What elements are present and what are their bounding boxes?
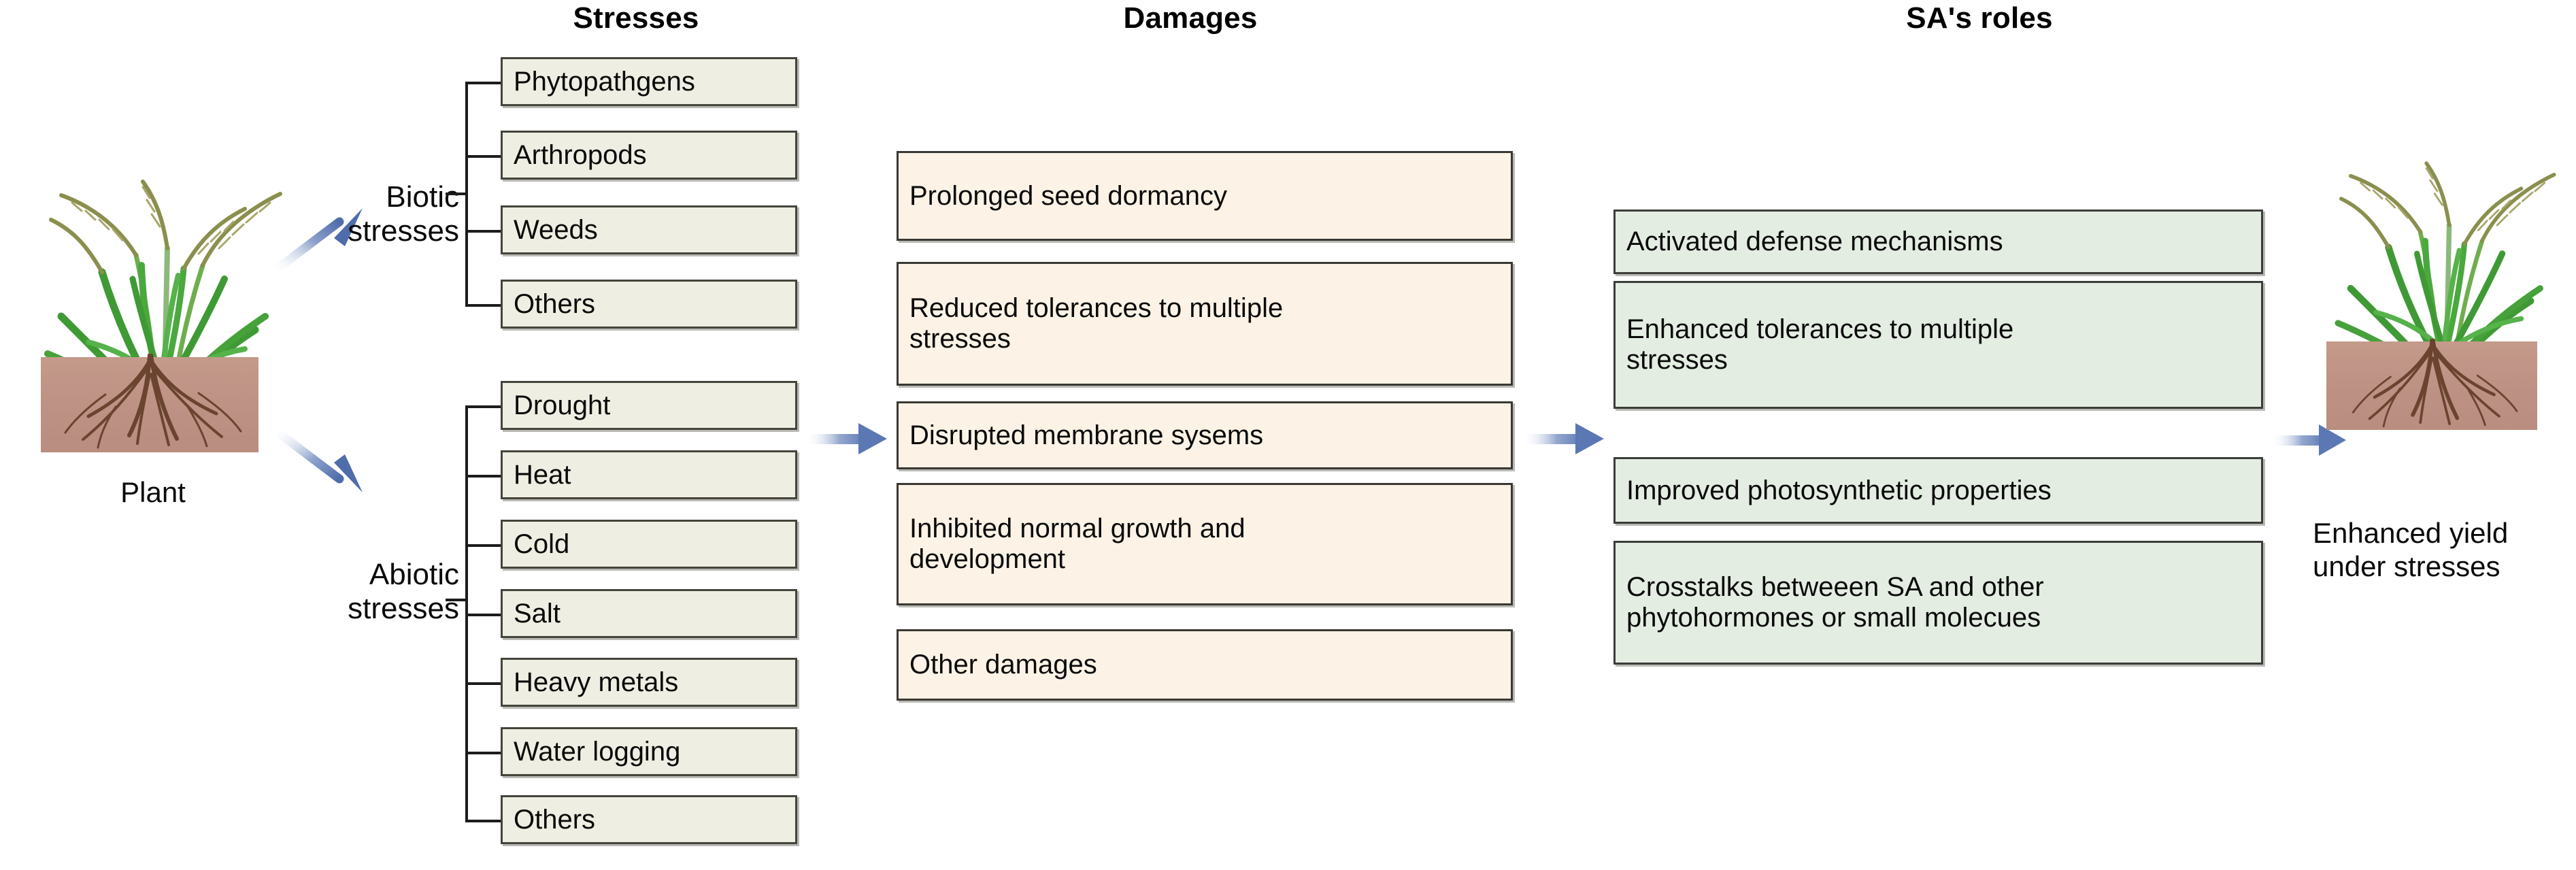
stress-box-others-biotic[interactable]: Others <box>501 280 797 329</box>
group-label-biotic-line2: stresses <box>348 214 459 248</box>
plant-right-illustration <box>2313 95 2576 517</box>
damage-box-prolonged-seed-dormancy[interactable]: Prolonged seed dormancy <box>897 151 1513 241</box>
stress-box-cold[interactable]: Cold <box>501 520 797 569</box>
stress-box-water-logging-label: Water logging <box>514 736 681 767</box>
arrow-down-right-icon <box>269 424 363 492</box>
arrow-right-icon-stresses-to-damages <box>805 423 887 454</box>
sa-role-box-crosstalks-line2: phytohormones or small molecues <box>1626 603 2041 633</box>
group-label-biotic-line1: Biotic <box>386 180 459 214</box>
plant-right-caption-line1: Enhanced yield <box>2313 517 2509 549</box>
roots-icon <box>2352 339 2518 428</box>
stress-box-drought[interactable]: Drought <box>501 381 797 430</box>
sa-role-box-crosstalks-line1: Crosstalks betweeen SA and other <box>1626 572 2044 603</box>
stress-box-weeds[interactable]: Weeds <box>501 205 797 254</box>
stress-box-water-logging[interactable]: Water logging <box>501 727 797 776</box>
damage-box-reduced-tolerances[interactable]: Reduced tolerances to multiple stresses <box>897 262 1513 386</box>
damage-box-inhibited-growth[interactable]: Inhibited normal growth and development <box>897 483 1513 605</box>
sa-role-box-enhanced-tolerances-line2: stresses <box>1626 345 1728 375</box>
sa-role-box-enhanced-tolerances[interactable]: Enhanced tolerances to multiple stresses <box>1613 281 2263 409</box>
bracket-stub-abiotic-4 <box>465 614 503 616</box>
stress-box-heat[interactable]: Heat <box>501 450 797 499</box>
arrow-right-icon-sa-to-yield <box>2271 424 2346 456</box>
sa-role-box-improved-photosynthetic[interactable]: Improved photosynthetic properties <box>1613 457 2263 524</box>
damage-box-disrupted-membrane-sysems[interactable]: Disrupted membrane sysems <box>897 401 1513 469</box>
sa-roles-column-heading: SA's roles <box>1906 1 2053 35</box>
stress-box-others-abiotic[interactable]: Others <box>501 795 797 844</box>
bracket-stub-abiotic-5 <box>465 682 503 685</box>
damage-box-prolonged-seed-dormancy-label: Prolonged seed dormancy <box>909 180 1227 211</box>
damage-box-reduced-tolerances-line1: Reduced tolerances to multiple <box>909 293 1284 324</box>
bracket-stub-abiotic-6 <box>465 752 503 754</box>
group-label-abiotic: Abiotic stresses <box>272 558 459 626</box>
bracket-leadin-biotic <box>446 193 467 195</box>
stress-box-cold-label: Cold <box>514 529 570 559</box>
stress-box-salt-label: Salt <box>514 598 561 629</box>
bracket-stub-biotic-1 <box>465 82 503 84</box>
damage-box-reduced-tolerances-line2: stresses <box>909 324 1011 354</box>
stress-box-phytopathgens-label: Phytopathgens <box>514 66 695 97</box>
stress-box-others-biotic-label: Others <box>514 288 596 319</box>
plant-left-caption: Plant <box>120 476 186 508</box>
group-label-abiotic-line1: Abiotic <box>369 558 459 591</box>
group-label-biotic: Biotic stresses <box>272 180 459 248</box>
bracket-spine-abiotic <box>465 405 468 821</box>
damages-column-heading: Damages <box>1123 1 1258 35</box>
arrow-up-right-icon <box>269 208 363 277</box>
bracket-stub-abiotic-3 <box>465 544 503 547</box>
bracket-stub-biotic-2 <box>465 155 503 158</box>
stress-box-arthropods[interactable]: Arthropods <box>501 131 797 180</box>
stress-box-heat-label: Heat <box>514 459 571 490</box>
plant-right-caption-line2: under stresses <box>2313 550 2500 582</box>
bracket-stub-abiotic-2 <box>465 475 503 478</box>
stress-box-phytopathgens[interactable]: Phytopathgens <box>501 57 797 106</box>
bracket-stub-abiotic-1 <box>465 405 503 408</box>
damage-box-inhibited-growth-line2: development <box>909 544 1066 574</box>
stresses-column-heading: Stresses <box>573 1 699 35</box>
damage-box-disrupted-membrane-sysems-label: Disrupted membrane sysems <box>909 420 1264 450</box>
bracket-stub-biotic-3 <box>465 230 503 233</box>
roots-icon <box>64 354 242 449</box>
stress-box-heavy-metals-label: Heavy metals <box>514 667 679 697</box>
bracket-leadin-abiotic <box>446 599 467 601</box>
sa-role-box-activated-defense[interactable]: Activated defense mechanisms <box>1613 210 2263 274</box>
sa-role-box-crosstalks[interactable]: Crosstalks betweeen SA and other phytoho… <box>1613 541 2263 665</box>
stress-box-heavy-metals[interactable]: Heavy metals <box>501 658 797 707</box>
stress-box-drought-label: Drought <box>514 390 611 420</box>
stress-box-arthropods-label: Arthropods <box>514 139 647 170</box>
sa-role-box-enhanced-tolerances-line1: Enhanced tolerances to multiple <box>1626 314 2014 345</box>
plant-left-illustration <box>20 146 306 527</box>
damage-box-inhibited-growth-line1: Inhibited normal growth and <box>909 514 1245 544</box>
damage-box-other-damages[interactable]: Other damages <box>897 629 1513 701</box>
bracket-stub-biotic-4 <box>465 304 503 307</box>
plant-right-caption: Enhanced yield under stresses <box>2313 517 2576 583</box>
stress-box-weeds-label: Weeds <box>514 214 598 245</box>
bracket-stub-abiotic-7 <box>465 820 503 822</box>
sa-role-box-activated-defense-label: Activated defense mechanisms <box>1626 227 2003 257</box>
arrow-right-icon-damages-to-sa <box>1522 423 1604 454</box>
sa-role-box-improved-photosynthetic-label: Improved photosynthetic properties <box>1626 475 2052 505</box>
damage-box-other-damages-label: Other damages <box>909 650 1097 680</box>
stress-box-others-abiotic-label: Others <box>514 804 596 835</box>
group-label-abiotic-line2: stresses <box>348 592 459 626</box>
stress-box-salt[interactable]: Salt <box>501 589 797 638</box>
